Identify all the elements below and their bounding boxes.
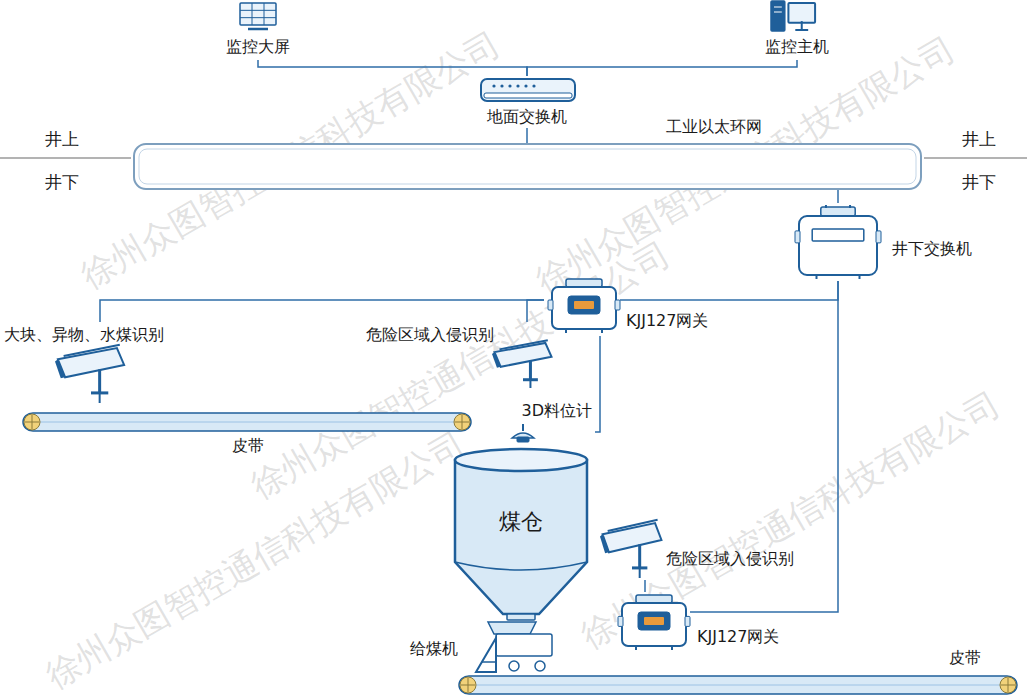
surface-line [924,157,1027,159]
monitor-screen: 监控大屏 [214,0,304,60]
underground-switch: 井下交换机 [792,203,992,281]
level-meter-icon [510,424,536,442]
level-label: 井下 [45,173,79,192]
node-label: 地面交换机 [487,108,567,126]
gateway-port-wire [620,299,726,301]
node-label: KJJ127网关 [697,628,779,646]
camera: 危险区域入侵识别 [598,520,818,580]
coal-bunker: 煤仓 [452,446,590,622]
ethernet-ring: 工业以太环网 [133,143,922,190]
ethernet-ring-icon [133,143,922,190]
node-label: 监控大屏 [226,38,290,56]
camera: 大块、异物、水煤识别 [2,322,194,404]
gateway-port-wire [690,611,798,613]
gateway-box: KJJ127网关 [544,276,726,336]
surface-line [0,157,131,159]
gateway-box-icon [548,278,620,333]
node-label: 给煤机 [410,640,458,658]
camera-icon [55,347,127,403]
camera: 危险区域入侵识别 [364,322,558,388]
level-label: 井上 [962,130,996,149]
monitor-host-icon [770,0,816,32]
level-label: 井下 [962,173,996,192]
network-link [526,128,528,143]
coal-feeder-icon [474,620,556,674]
monitor-screen-icon [238,2,278,32]
node-label: 监控主机 [765,38,829,56]
network-link [595,336,600,432]
monitor-host: 监控主机 [752,0,844,60]
node-label: 皮带 [232,437,264,455]
level-meter: 3D料位计 [508,400,595,444]
coal-feeder: 给煤机 [408,618,558,676]
node-label: 煤仓 [499,510,543,534]
conveyor-belt: 皮带 [456,646,1022,696]
watermark: 徐州众图智控通信科技有限公司 [40,426,469,693]
surface-switch-icon [480,78,576,104]
network-link [798,281,838,612]
network-link [726,281,838,300]
network-link [837,190,839,203]
gateway-box-icon [618,594,690,650]
gateway-box: KJJ127网关 [616,592,798,654]
node-label: 皮带 [949,649,981,667]
underground-switch-icon [795,205,881,279]
node-label: 大块、异物、水煤识别 [4,326,164,344]
surface-switch: 地面交换机 [468,76,586,128]
level-label: 井上 [45,130,79,149]
network-link [644,580,646,592]
camera-icon [492,342,554,388]
network-link [527,300,544,322]
node-label: 工业以太环网 [666,118,762,136]
camera-icon [600,522,664,578]
conveyor-belt-icon [22,412,472,432]
conveyor-belt: 皮带 [20,410,474,458]
node-label: 危险区域入侵识别 [366,326,494,344]
node-label: 危险区域入侵识别 [666,550,794,568]
network-link [100,300,544,322]
node-label: 3D料位计 [522,402,593,420]
node-label: 井下交换机 [892,240,972,258]
node-label: KJJ127网关 [626,312,708,330]
network-link [527,60,797,76]
network-link [258,60,527,76]
conveyor-belt-icon [458,675,1018,695]
